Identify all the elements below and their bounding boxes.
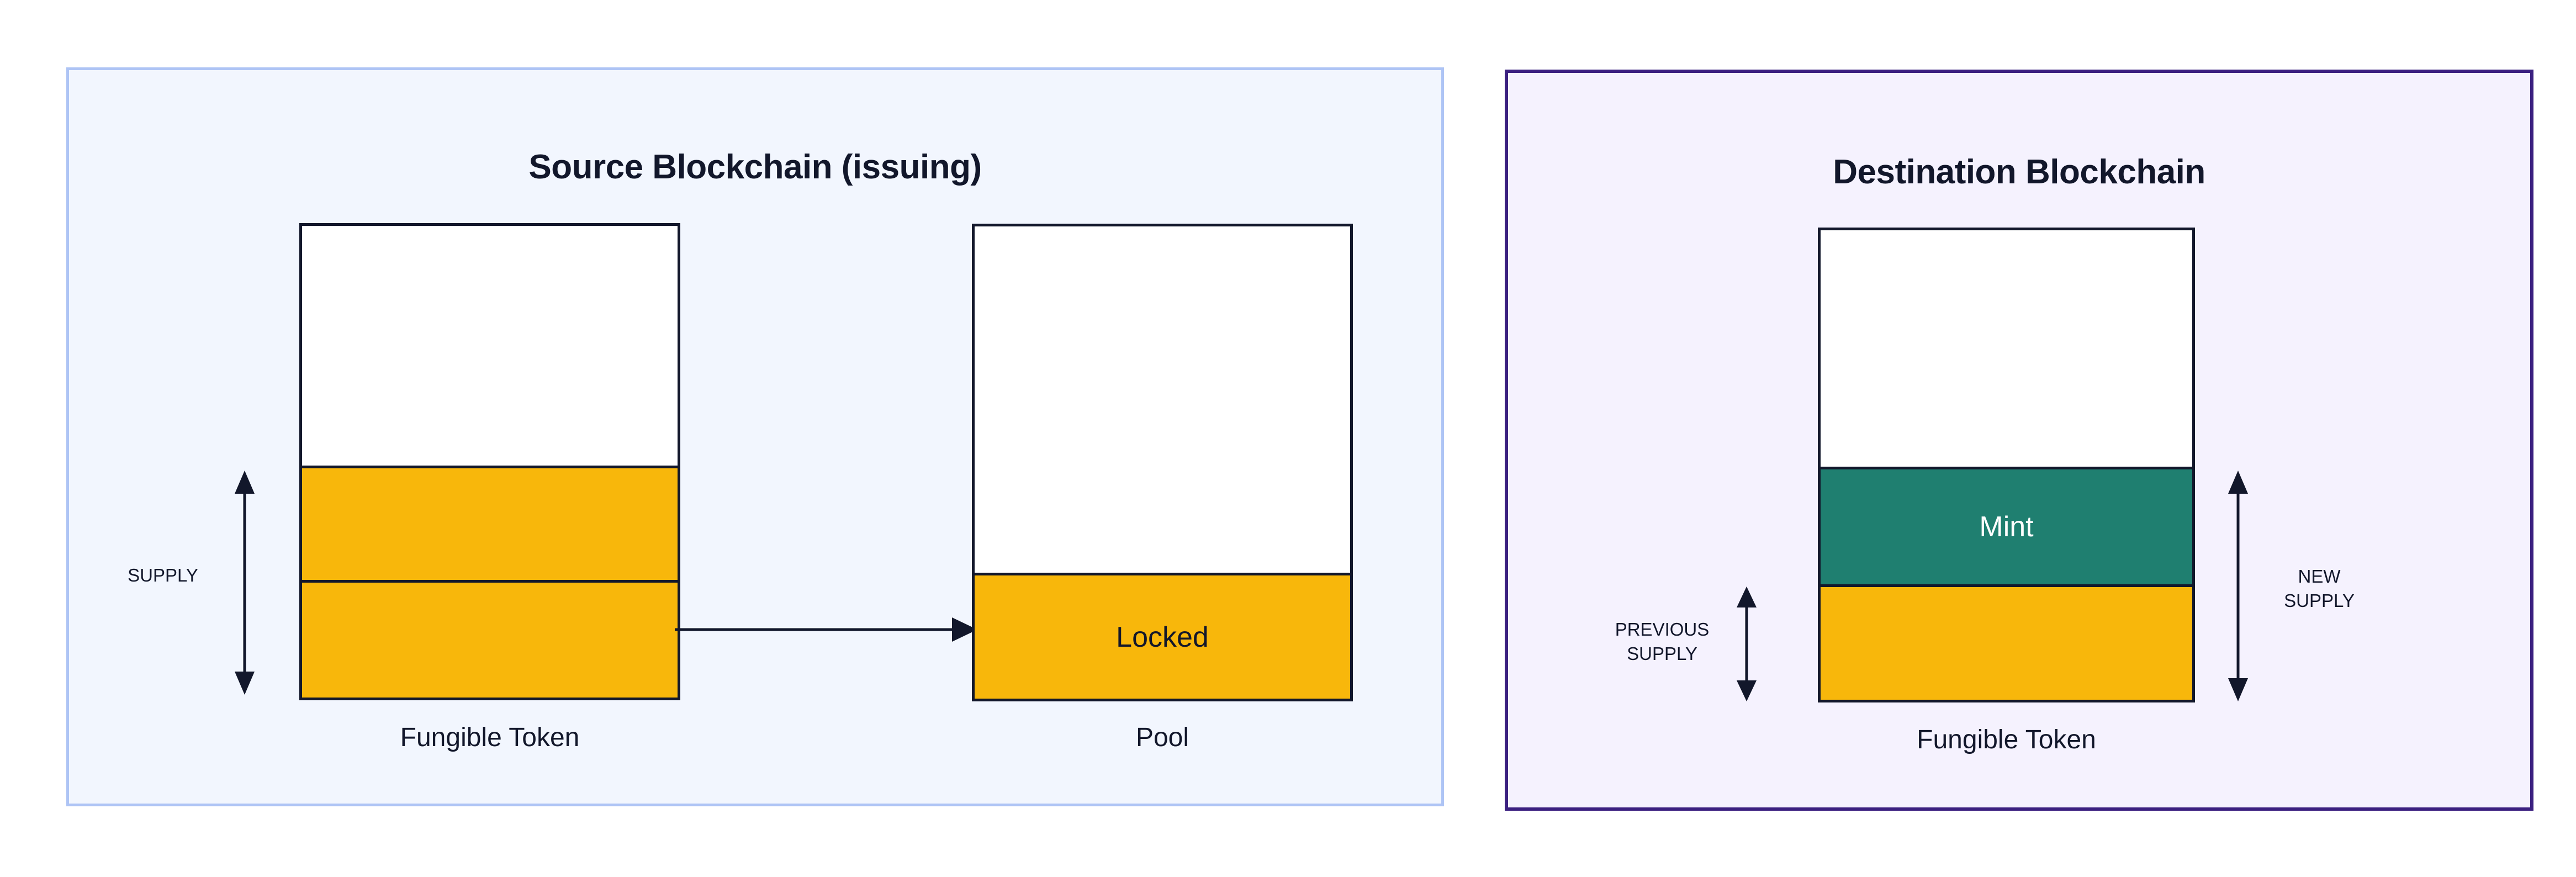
- new-supply-double-arrow-icon: [2228, 471, 2248, 701]
- destination-fungible-token-box: Mint: [1818, 228, 2195, 702]
- source-token-yellow-segment-upper: [302, 466, 678, 580]
- new-supply-label: NEW SUPPLY: [2284, 566, 2355, 611]
- source-fungible-token-caption: Fungible Token: [400, 723, 580, 752]
- pool-box: Locked: [972, 224, 1353, 701]
- destination-fungible-token-caption: Fungible Token: [1917, 725, 2096, 754]
- pool-caption: Pool: [1135, 723, 1189, 752]
- supply-double-arrow-icon: [235, 471, 255, 695]
- destination-token-empty-segment: [1821, 230, 2192, 467]
- destination-token-yellow-segment: [1821, 584, 2192, 700]
- destination-panel-title: Destination Blockchain: [1833, 153, 2205, 191]
- pool-locked-segment: Locked: [975, 573, 1350, 699]
- supply-label: SUPPLY: [128, 565, 198, 585]
- previous-supply-label: PREVIOUS SUPPLY: [1615, 619, 1710, 664]
- source-token-yellow-segment-lower: [302, 580, 678, 698]
- destination-token-mint-segment: Mint: [1821, 467, 2192, 584]
- lock-transfer-arrow-icon: [675, 617, 977, 642]
- source-panel-title: Source Blockchain (issuing): [528, 148, 982, 186]
- previous-supply-double-arrow-icon: [1737, 587, 1757, 701]
- pool-empty-segment: [975, 226, 1350, 573]
- source-fungible-token-box: [299, 223, 680, 700]
- source-token-empty-segment: [302, 226, 678, 466]
